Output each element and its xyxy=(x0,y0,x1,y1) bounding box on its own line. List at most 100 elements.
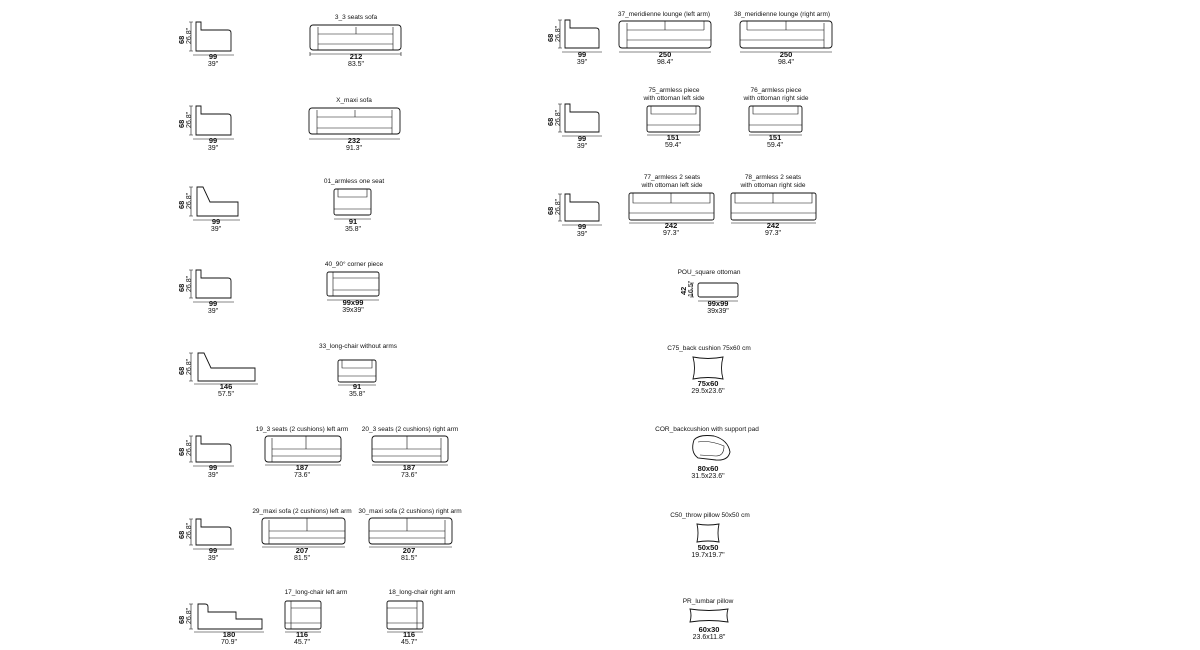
piece-30-maxi-right-arm: 30_maxi sofa (2 cushions) right arm 207 … xyxy=(358,508,461,562)
width-inch: 98.4" xyxy=(778,59,795,66)
width-cm: 250 xyxy=(780,50,793,59)
piece-backcushion-support-pad: COR_backcushion with support pad 80x60 3… xyxy=(655,426,759,480)
width-cm: 99x99 xyxy=(343,298,364,307)
width-inch: 35.8" xyxy=(345,226,362,233)
width-cm: 151 xyxy=(667,133,680,142)
depth-inch-label: 57.5" xyxy=(218,391,235,398)
piece-label: PR_lumbar pillow xyxy=(683,598,734,605)
side-view: 68 26.8" 99 39" xyxy=(546,193,602,238)
size-inch: 29.5x23.6" xyxy=(691,388,725,395)
height-label: 68 xyxy=(177,201,186,209)
width-inch: 59.4" xyxy=(767,142,784,149)
piece-label: X_maxi sofa xyxy=(336,97,372,104)
piece-label: 3_3 seats sofa xyxy=(335,14,378,21)
width-inch: 35.8" xyxy=(349,391,366,398)
height-label: 42 xyxy=(679,287,688,295)
width-cm: 242 xyxy=(767,221,780,230)
width-cm: 116 xyxy=(403,630,415,639)
depth-label: 99 xyxy=(209,546,217,555)
piece-long-chair-without-arms: 33_long-chair without arms 91 35.8" xyxy=(319,343,398,398)
depth-label: 99 xyxy=(209,136,217,145)
width-cm: 91 xyxy=(353,382,361,391)
piece-38-meridienne-right: 38_meridienne lounge (right arm) 250 98.… xyxy=(734,11,833,66)
side-view: 68 26.8" 180 70.9" xyxy=(177,603,264,646)
piece-label: 76_armless piece xyxy=(751,87,802,94)
depth-label: 99 xyxy=(578,134,586,143)
height-inch-label: 26.8" xyxy=(186,439,193,456)
height-label: 68 xyxy=(177,448,186,456)
depth-inch-label: 39" xyxy=(577,143,588,150)
width-inch: 98.4" xyxy=(657,59,674,66)
height-inch-label: 26.8" xyxy=(555,198,562,215)
height-label: 68 xyxy=(177,367,186,375)
height-label: 68 xyxy=(546,207,555,215)
height-inch-label: 26.8" xyxy=(555,109,562,126)
width-cm: 232 xyxy=(348,136,361,145)
depth-label: 99 xyxy=(212,217,220,226)
size-cm: 75x60 xyxy=(698,379,719,388)
side-view: 68 26.8" 99 39" xyxy=(177,435,234,479)
piece-maxi-sofa: X_maxi sofa 232 91.3" xyxy=(308,97,401,152)
piece-label: 37_meridienne lounge (left arm) xyxy=(618,11,710,18)
depth-label: 99 xyxy=(209,299,217,308)
width-inch: 45.7" xyxy=(294,639,311,646)
width-cm: 116 xyxy=(296,630,308,639)
piece-throw-pillow: C50_throw pillow 50x50 cm 50x50 19.7x19.… xyxy=(670,512,749,559)
piece-label: 01_armless one seat xyxy=(324,178,385,185)
side-view: 68 26.8" 99 39" xyxy=(177,518,234,562)
side-view: 68 26.8" 99 39" xyxy=(177,186,240,233)
height-label: 68 xyxy=(177,616,186,624)
width-inch: 91.3" xyxy=(346,145,363,152)
width-cm: 151 xyxy=(769,133,782,142)
width-inch: 39x39" xyxy=(342,307,364,314)
piece-lumbar-pillow: PR_lumbar pillow 60x30 23.6x11.8" xyxy=(683,598,734,641)
width-cm: 207 xyxy=(403,546,416,555)
piece-label: 19_3 seats (2 cushions) left arm xyxy=(256,426,349,433)
size-inch: 31.5x23.6" xyxy=(691,473,725,480)
side-view: 68 26.8" 99 39" xyxy=(177,105,234,152)
depth-inch-label: 70.9" xyxy=(221,639,238,646)
piece-29-maxi-left-arm: 29_maxi sofa (2 cushions) left arm 207 8… xyxy=(252,508,351,562)
width-inch: 59.4" xyxy=(665,142,682,149)
height-inch-label: 26.8" xyxy=(186,275,193,292)
height-label: 68 xyxy=(177,531,186,539)
width-cm: 99x99 xyxy=(708,299,729,308)
width-cm: 242 xyxy=(665,221,678,230)
piece-75-armless-ottoman-left: 75_armless piece with ottoman left side … xyxy=(642,87,704,149)
width-cm: 212 xyxy=(350,52,363,61)
size-inch: 23.6x11.8" xyxy=(693,634,726,641)
width-cm: 91 xyxy=(349,217,357,226)
piece-37-meridienne-left: 37_meridienne lounge (left arm) 250 98.4… xyxy=(618,11,712,66)
piece-label: COR_backcushion with support pad xyxy=(655,426,759,433)
width-inch: 83.5" xyxy=(348,61,365,68)
depth-inch-label: 39" xyxy=(208,145,219,152)
piece-square-ottoman: POU_square ottoman 42 16.5" 99x99 39x39" xyxy=(678,269,741,315)
piece-18-long-chair-right: 18_long-chair right arm 116 45.7" xyxy=(386,589,456,646)
width-inch: 97.3" xyxy=(663,230,680,237)
side-view: 68 26.8" 99 39" xyxy=(546,103,602,150)
depth-label: 146 xyxy=(220,382,233,391)
piece-label: 20_3 seats (2 cushions) right arm xyxy=(362,426,458,433)
depth-inch-label: 39" xyxy=(208,555,219,562)
piece-label-line2: with ottoman right side xyxy=(739,182,805,189)
depth-inch-label: 39" xyxy=(208,61,219,68)
piece-17-long-chair-left: 17_long-chair left arm 116 45.7" xyxy=(284,589,347,646)
height-label: 68 xyxy=(546,34,555,42)
piece-label: POU_square ottoman xyxy=(678,269,741,276)
side-view: 68 26.8" 146 57.5" xyxy=(177,352,258,398)
depth-label: 99 xyxy=(578,50,586,59)
size-cm: 80x60 xyxy=(698,464,719,473)
piece-label: 18_long-chair right arm xyxy=(389,589,456,596)
piece-label: 40_90° corner piece xyxy=(325,260,384,268)
depth-inch-label: 39" xyxy=(211,226,222,233)
side-view: 68 26.8" 99 39" xyxy=(546,19,602,66)
depth-inch-label: 39" xyxy=(577,59,588,66)
width-cm: 187 xyxy=(296,463,309,472)
depth-inch-label: 39" xyxy=(208,472,219,479)
piece-label: 33_long-chair without arms xyxy=(319,343,398,350)
piece-label-line2: with ottoman left side xyxy=(640,182,702,189)
height-label: 68 xyxy=(177,120,186,128)
height-label: 68 xyxy=(177,36,186,44)
depth-inch-label: 39" xyxy=(577,231,588,238)
width-inch: 81.5" xyxy=(401,555,418,562)
